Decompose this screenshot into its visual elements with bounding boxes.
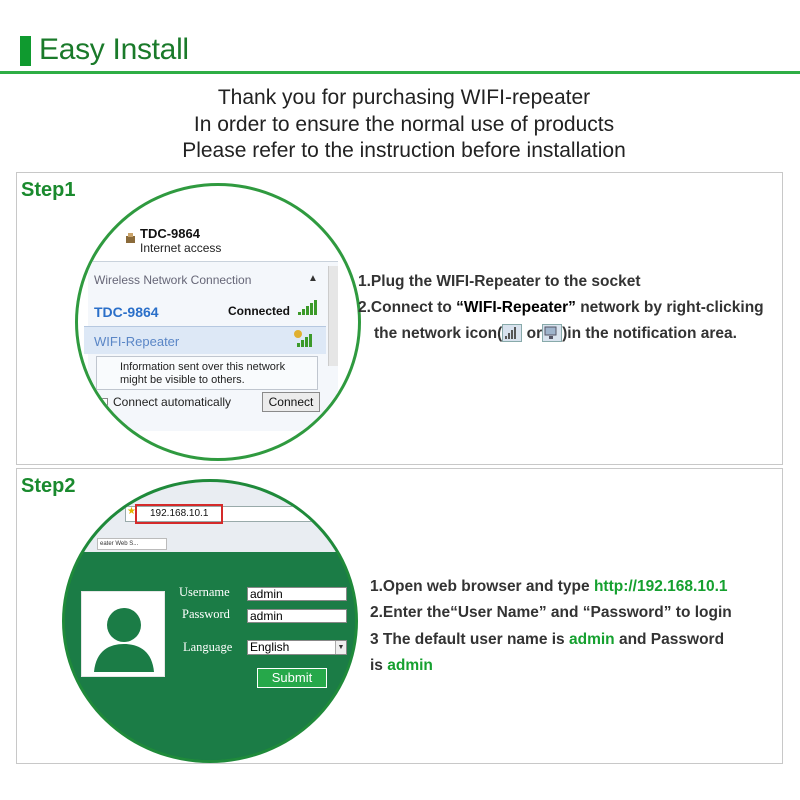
connect-button[interactable]: Connect	[262, 392, 320, 412]
instr3-prefix: 3 The default user name is	[370, 631, 569, 648]
dropdown-arrow-icon[interactable]: ▼	[335, 641, 346, 654]
instr3-suffix: and Password	[614, 631, 725, 648]
wifi-tray-icon	[502, 324, 523, 342]
wired-tray-icon	[542, 324, 563, 342]
password-label: Password	[182, 607, 230, 621]
security-warning-text: Information sent over this network might…	[120, 361, 285, 387]
network-status-icon	[126, 233, 135, 243]
step1-instruction-3: the network icon( or )in the notification…	[374, 324, 737, 343]
instr3-suffix: )in the notification area.	[562, 325, 737, 343]
address-bar[interactable]	[125, 506, 335, 522]
instr4-prefix: is	[370, 657, 388, 674]
favorite-star-icon[interactable]: ★	[127, 506, 136, 517]
network-status-connected: Connected	[228, 304, 291, 318]
step1-network-screenshot: TDC-9864 Internet access Wireless Networ…	[75, 183, 361, 461]
user-silhouette-icon	[94, 608, 154, 672]
signal-bars-icon	[298, 300, 317, 315]
intro-line-3: Please refer to the instruction before i…	[182, 139, 626, 162]
security-warning-box	[96, 356, 318, 390]
language-value: English	[250, 640, 290, 654]
auto-connect-label: Connect automatically	[113, 395, 232, 409]
step1-panel: Step1 TDC-9864 Internet access Wireless …	[16, 172, 783, 465]
intro-line-2: In order to ensure the normal use of pro…	[193, 113, 615, 136]
secure-signal-icon	[294, 330, 312, 347]
url-highlight-box	[135, 504, 223, 524]
step1-instruction-1: 1.Plug the WIFI-Repeater to the socket	[358, 273, 641, 290]
page-title: Easy Install	[39, 33, 189, 66]
current-network-status: Internet access	[140, 241, 222, 255]
avatar	[81, 591, 165, 677]
auto-connect-checkbox[interactable]	[98, 398, 108, 408]
username-field[interactable]: admin	[247, 587, 347, 601]
instr3-prefix: the network icon(	[374, 325, 503, 343]
address-url[interactable]: 192.168.10.1	[150, 508, 209, 519]
instr3-or: or	[522, 325, 543, 343]
step1-label: Step1	[21, 179, 76, 201]
language-label: Language	[183, 640, 233, 654]
instr1-url: http://192.168.10.1	[593, 578, 728, 595]
warning-line-2: might be visible to others.	[120, 374, 245, 386]
step2-instruction-1: 1.Open web browser and type http://192.1…	[370, 578, 728, 596]
instr1-prefix: 1.Open web browser and type	[370, 578, 594, 595]
step2-instruction-2: 2.Enter the“User Name” and “Password” to…	[370, 604, 732, 621]
step2-instruction-4: is admin	[370, 657, 433, 675]
popup-scrollbar[interactable]	[328, 266, 338, 366]
wireless-section-label: Wireless Network Connection	[94, 273, 252, 287]
default-username: admin	[568, 631, 615, 648]
instr2-suffix: network by right-clicking	[575, 299, 764, 316]
step1-instruction-2: 2.Connect to “WIFI-Repeater” network by …	[358, 299, 764, 317]
header-divider	[0, 71, 800, 74]
instr2-network-name: “WIFI-Repeater”	[456, 299, 576, 316]
instr2-prefix: 2.Connect to	[358, 299, 457, 316]
step2-panel: Step2 ★ 192.168.10.1 eater Web S... User…	[16, 468, 783, 764]
default-password: admin	[387, 657, 433, 674]
step2-instruction-3: 3 The default user name is admin and Pas…	[370, 631, 724, 649]
password-field[interactable]: admin	[247, 609, 347, 623]
username-label: Username	[179, 585, 230, 599]
browser-tab[interactable]: eater Web S...	[97, 538, 167, 550]
network-item-wifi-repeater[interactable]: WIFI-Repeater	[94, 334, 180, 349]
warning-line-1: Information sent over this network	[120, 361, 286, 373]
header-accent-bar	[20, 36, 31, 66]
step2-label: Step2	[21, 475, 76, 497]
network-item-tdc[interactable]: TDC-9864	[94, 304, 159, 320]
collapse-caret-icon[interactable]: ▲	[308, 273, 318, 284]
submit-button[interactable]: Submit	[257, 668, 327, 688]
network-item-row-repeater[interactable]	[84, 326, 326, 354]
current-network-name: TDC-9864	[140, 226, 200, 241]
language-select[interactable]: English ▼	[247, 640, 347, 655]
step2-login-screenshot: ★ 192.168.10.1 eater Web S... Username a…	[62, 479, 358, 763]
intro-line-1: Thank you for purchasing WIFI-repeater	[217, 86, 591, 109]
